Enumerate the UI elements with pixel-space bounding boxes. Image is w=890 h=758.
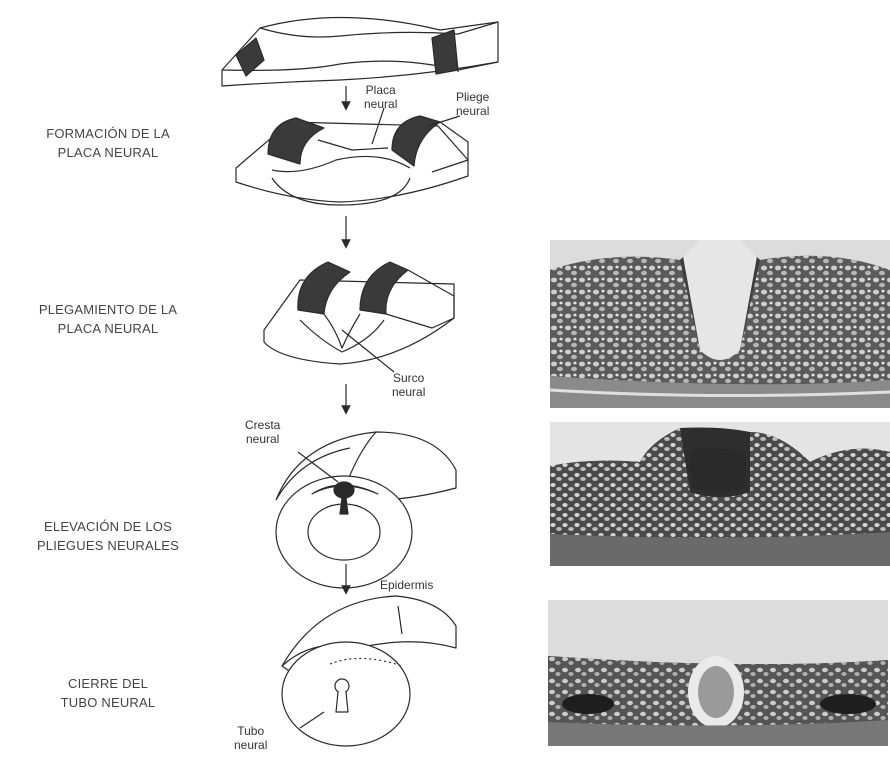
neural-tube-drawing [282,596,456,746]
neural-folds-drawing [276,432,456,588]
sem-photo-folding [550,240,890,408]
sem-photo-closure [548,600,888,746]
neural-groove-drawing [264,262,454,372]
neural-plate-drawing [236,108,468,205]
neurulation-drawings [0,0,545,758]
slab-drawing [222,17,498,86]
sem-photo-elevation [550,422,890,566]
